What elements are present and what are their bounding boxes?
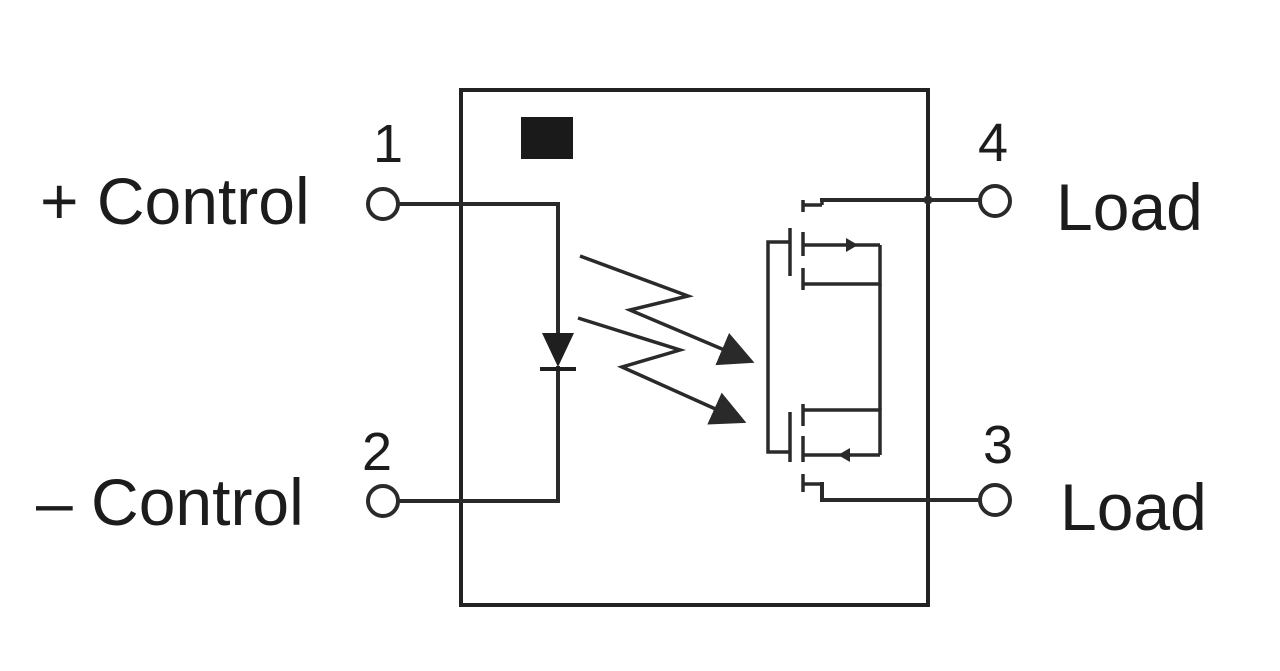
pin-3-label: Load <box>1060 470 1207 544</box>
pin-2-label: – Control <box>36 465 304 539</box>
pin-3-number: 3 <box>983 415 1013 475</box>
terminal-pin-2 <box>366 484 400 518</box>
pin-4-number: 4 <box>978 113 1008 173</box>
terminal-pin-1 <box>366 187 400 221</box>
terminal-pin-4 <box>978 184 1012 218</box>
pin-1-number: 1 <box>373 114 403 174</box>
mosfet-icon <box>766 200 882 492</box>
package-outline <box>459 88 930 607</box>
wire-pin-1 <box>396 202 560 335</box>
open-circle-terminal-icon <box>366 184 1012 518</box>
wire-pin-2 <box>396 366 560 503</box>
terminal-pin-3 <box>978 483 1012 517</box>
led-diode-icon <box>540 333 576 371</box>
pin-1-label: + Control <box>40 164 310 238</box>
pin-4-label: Load <box>1056 170 1203 244</box>
junction-dot <box>923 195 933 205</box>
pin-2-number: 2 <box>362 422 392 482</box>
filled-square-icon <box>521 117 573 159</box>
wire-pin-3 <box>820 482 982 502</box>
light-arrow-icon <box>577 254 755 425</box>
